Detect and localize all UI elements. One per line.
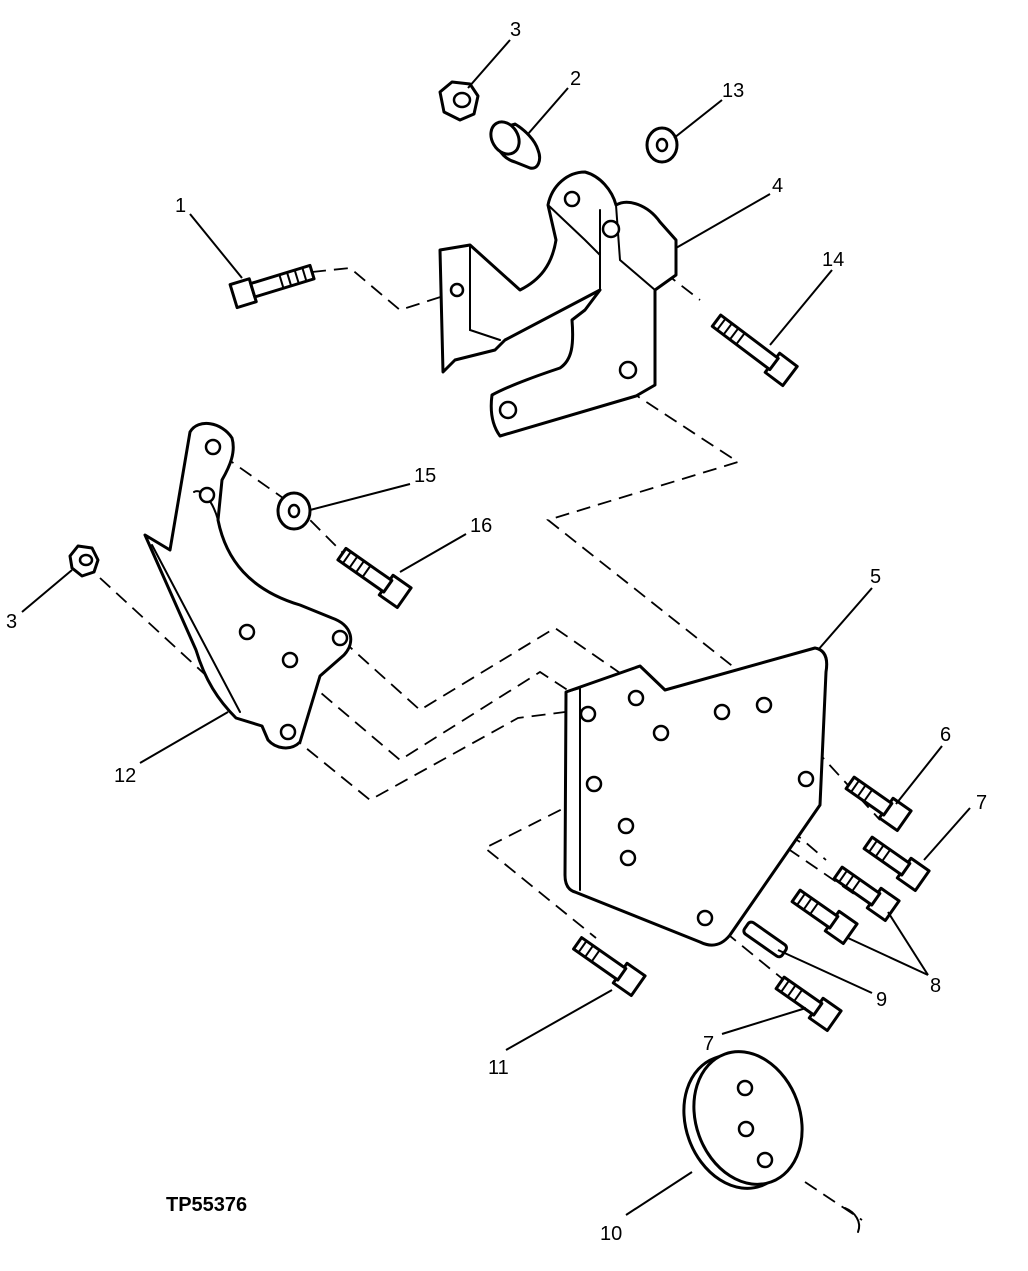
callout-3-left: 3 bbox=[6, 611, 17, 633]
nut-3-top bbox=[438, 80, 480, 122]
callout-4: 4 bbox=[772, 175, 783, 197]
bolt-11 bbox=[572, 936, 647, 998]
nut-3-left bbox=[68, 544, 100, 578]
callout-1: 1 bbox=[175, 195, 186, 217]
callout-8: 8 bbox=[930, 975, 941, 997]
callout-9: 9 bbox=[876, 989, 887, 1011]
callout-7-lower: 7 bbox=[703, 1033, 714, 1055]
callout-2: 2 bbox=[570, 68, 581, 90]
washer-15 bbox=[276, 491, 312, 531]
callout-labels: 3 2 13 1 4 14 15 16 3 5 6 7 12 8 9 7 11 … bbox=[6, 19, 987, 1245]
mounting-plate bbox=[563, 646, 829, 947]
bolt-8b bbox=[790, 888, 859, 946]
callout-16: 16 bbox=[470, 515, 492, 537]
washer-13 bbox=[645, 126, 679, 164]
callout-15: 15 bbox=[414, 465, 436, 487]
bolt-1 bbox=[228, 263, 316, 310]
callout-12: 12 bbox=[114, 765, 136, 787]
callout-13: 13 bbox=[722, 80, 744, 102]
callout-7-right: 7 bbox=[976, 792, 987, 814]
pulley-disc bbox=[682, 1050, 863, 1233]
bolt-14 bbox=[710, 313, 799, 388]
callout-10: 10 bbox=[600, 1223, 622, 1245]
leader-lines bbox=[21, 39, 971, 1216]
callout-3-top: 3 bbox=[510, 19, 521, 41]
figure-id: TP55376 bbox=[166, 1194, 247, 1216]
spacer-2 bbox=[489, 120, 542, 170]
bolt-6 bbox=[844, 775, 913, 833]
callout-11: 11 bbox=[488, 1057, 509, 1079]
bolt-16 bbox=[336, 546, 413, 610]
bolt-8a bbox=[832, 865, 901, 923]
left-bracket bbox=[143, 422, 353, 750]
bolt-7-upper bbox=[862, 835, 931, 893]
upper-bracket bbox=[438, 170, 678, 438]
callout-5: 5 bbox=[870, 566, 881, 588]
callout-6: 6 bbox=[940, 724, 951, 746]
bolt-7-lower bbox=[774, 975, 843, 1033]
callout-14: 14 bbox=[822, 249, 844, 271]
